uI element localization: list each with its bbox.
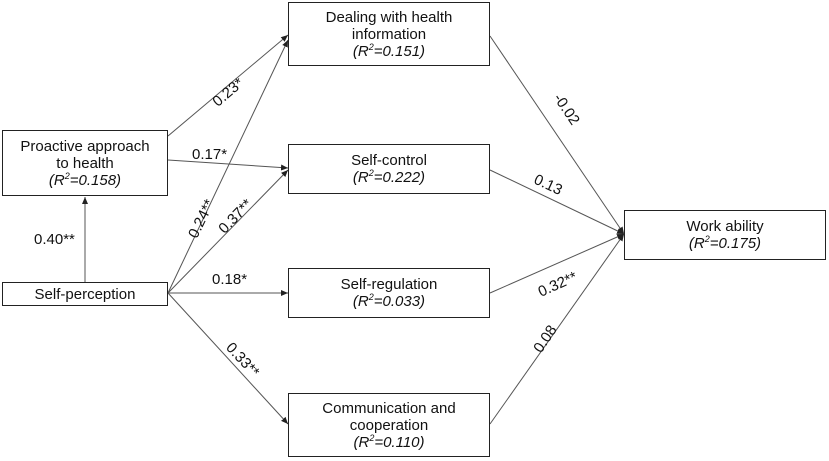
arrow-sp-communication: [167, 292, 289, 425]
coef-sp-proactive: 0.40**: [34, 231, 75, 248]
r-squared: (R2=0.110): [353, 432, 425, 451]
arrow-proactive-dealing: [167, 34, 289, 137]
arrow-proactive-selfcontrol: [167, 159, 289, 171]
r-squared: (R2=0.151): [352, 41, 426, 60]
node-self-regulation: Self-regulation (R2=0.033): [288, 268, 490, 318]
node-proactive-approach: Proactive approach to health (R2=0.158): [2, 130, 168, 196]
node-label: Self-regulation: [340, 276, 438, 293]
node-label: information: [351, 25, 427, 43]
node-dealing-with-health-information: Dealing with health information (R2=0.15…: [288, 2, 490, 66]
node-self-perception: Self-perception: [2, 282, 168, 306]
r-squared: (R2=0.222): [352, 168, 426, 187]
r-squared: (R2=0.158): [48, 170, 122, 189]
node-label: Communication and: [322, 399, 456, 417]
arrow-communication-work: [489, 233, 625, 425]
node-label: to health: [56, 154, 114, 172]
arrow-selfregulation-work: [489, 233, 625, 294]
node-label: cooperation: [349, 416, 429, 434]
arrow-dealing-work: [489, 35, 625, 235]
r-squared: (R2=0.033): [352, 292, 426, 311]
coef-sp-selfregulation: 0.18*: [212, 271, 248, 288]
node-label: Work ability: [686, 218, 764, 235]
node-label: Self-control: [351, 152, 427, 169]
arrow-sp-selfcontrol: [167, 169, 289, 294]
node-work-ability: Work ability (R2=0.175): [624, 210, 826, 260]
node-label: Dealing with health: [325, 8, 453, 26]
node-communication-and-cooperation: Communication and cooperation (R2=0.110): [288, 393, 490, 457]
node-label: Self-perception: [34, 285, 136, 303]
node-label: Proactive approach: [20, 137, 150, 155]
coef-proactive-selfcontrol: 0.17*: [192, 146, 228, 163]
arrow-sp-dealing: [167, 39, 289, 294]
arrow-selfcontrol-work: [489, 169, 625, 235]
r-squared: (R2=0.175): [688, 234, 762, 253]
node-self-control: Self-control (R2=0.222): [288, 144, 490, 194]
